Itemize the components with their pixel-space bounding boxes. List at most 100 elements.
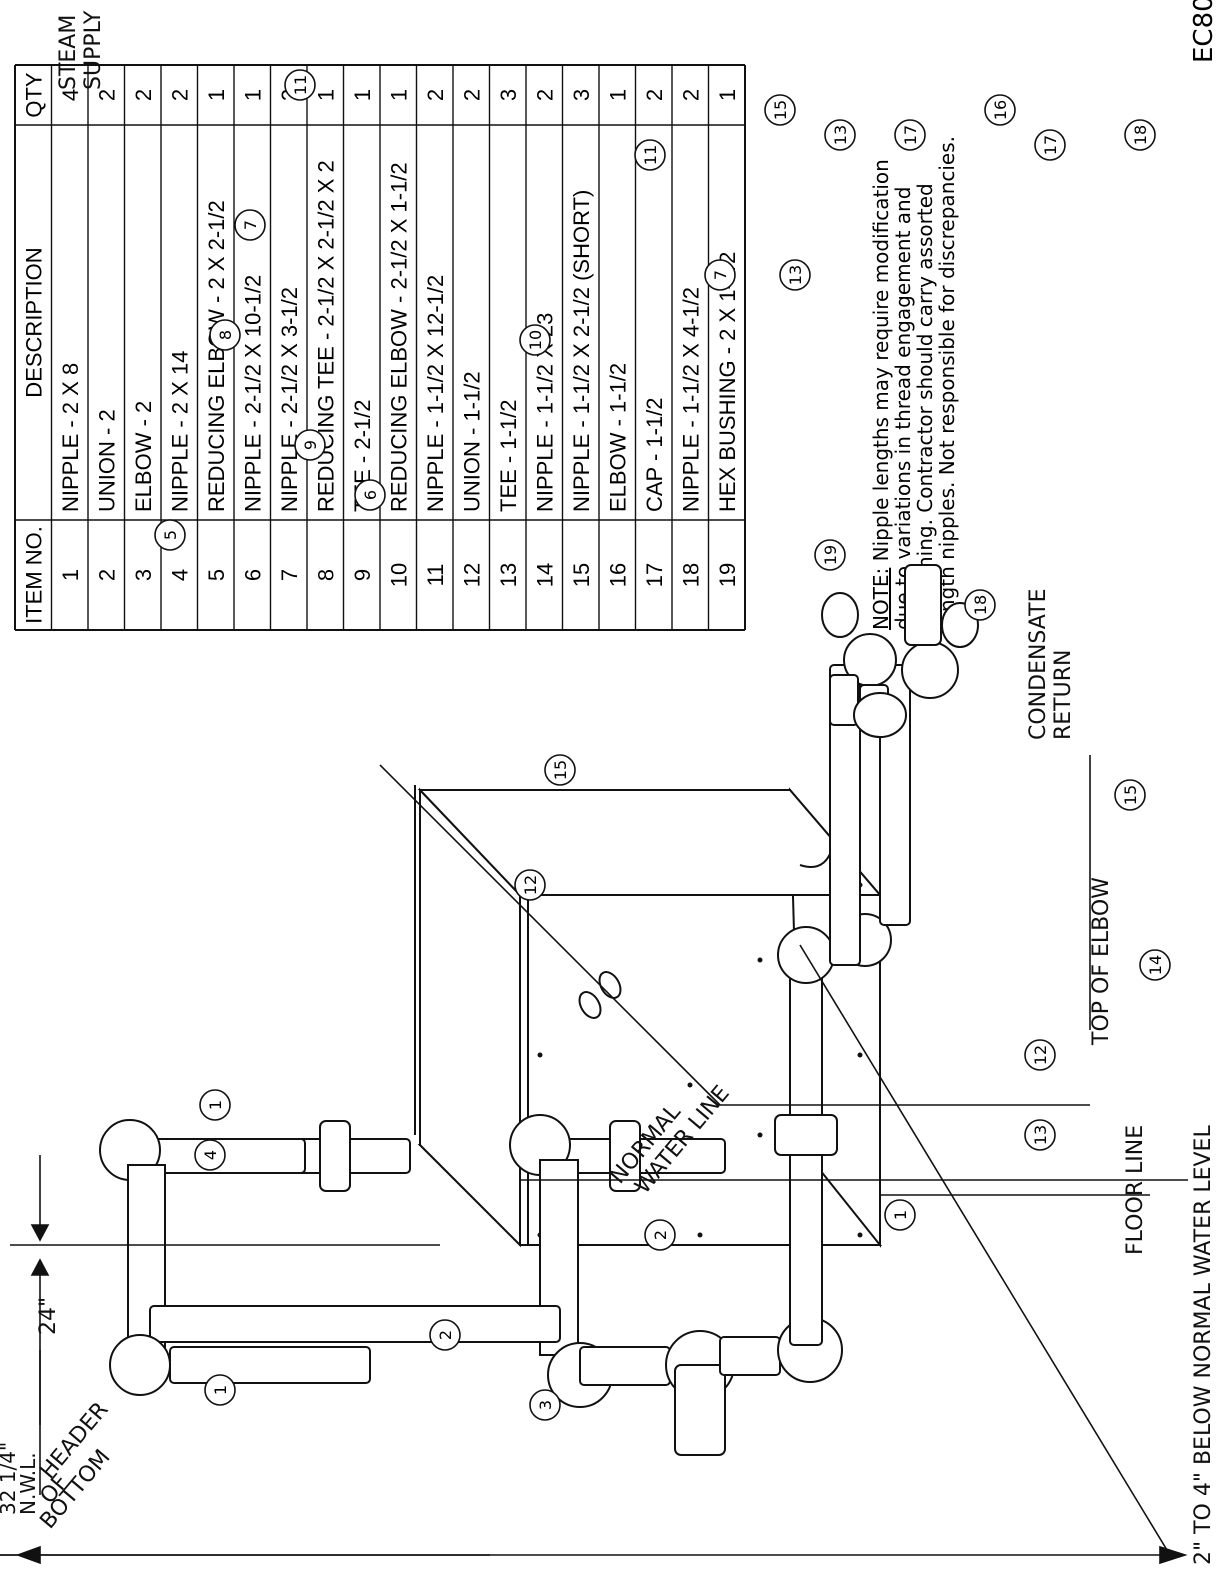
callout-bubble: [824, 119, 856, 151]
cell-item-no: 7: [277, 569, 302, 581]
callout-number: 12: [521, 875, 540, 895]
callout-bubble: [199, 1089, 231, 1121]
callout-bubble: [544, 754, 576, 786]
cell-qty: 2: [679, 89, 704, 101]
cell-qty: 3: [496, 89, 521, 101]
cell-item-no: 1: [58, 569, 83, 581]
steam-outlet: [674, 1364, 726, 1456]
union-2-left: [319, 1120, 351, 1192]
callout-number: 13: [786, 265, 805, 285]
callout-number: 14: [1146, 955, 1165, 975]
callout-number: 11: [291, 75, 310, 95]
cell-qty: 2: [423, 89, 448, 101]
cell-qty: 2: [533, 89, 558, 101]
hex-bushing-19: [853, 692, 907, 738]
dimension-lines: [0, 755, 1188, 1556]
steam-supply-label-1: STEAM: [56, 15, 81, 90]
cell-description: NIPPLE - 1-1/2 X 12-1/2: [423, 275, 448, 512]
callout-number: 16: [991, 100, 1010, 120]
cell-description: REDUCING TEE - 2-1/2 X 2-1/2 X 2: [314, 160, 339, 512]
dim-24-label: 24": [36, 1297, 61, 1335]
callout-bubble: [1034, 129, 1066, 161]
dim-nwl-label-2: N.W.L.: [16, 1452, 40, 1515]
callout-bubble: [1124, 119, 1156, 151]
cell-item-no: 9: [350, 569, 375, 581]
cell-item-no: 5: [204, 569, 229, 581]
callout-number: 18: [971, 595, 990, 615]
callout-number: 6: [361, 490, 380, 500]
cell-description: CAP - 1-1/2: [642, 397, 667, 512]
cell-description: UNION - 2: [95, 409, 120, 512]
note-line-1: NOTE: Nipple lengths may require modific…: [869, 159, 893, 630]
cap-17-b: [821, 592, 859, 638]
union-2-mid: [609, 1120, 641, 1192]
return-pipe: [904, 564, 942, 646]
callout-bubble: [429, 1319, 461, 1351]
cell-description: NIPPLE - 2-1/2 X 3-1/2: [277, 287, 302, 512]
header-description: DESCRIPTION: [22, 247, 47, 397]
cell-description: TEE - 1-1/2: [496, 400, 521, 512]
callout-number: 12: [1031, 1045, 1050, 1065]
cell-description: NIPPLE - 2-1/2 X 10-1/2: [241, 275, 266, 512]
callout-number: 10: [526, 330, 545, 350]
nipple-6: [169, 1346, 371, 1384]
callout-bubble: [234, 209, 266, 241]
callout-number: 15: [771, 100, 790, 120]
nipple-7-a: [579, 1346, 671, 1386]
cell-qty: 2: [131, 89, 156, 101]
cell-qty: 3: [569, 89, 594, 101]
cell-description: NIPPLE - 1-1/2 X 4-1/2: [679, 287, 704, 512]
callout-bubble: [644, 1219, 676, 1251]
callout-number: 11: [641, 145, 660, 165]
cell-qty: 4: [58, 89, 83, 101]
cell-item-no: 4: [168, 569, 193, 581]
callout-bubble: [354, 479, 386, 511]
condensate-return-label-1: CONDENSATE: [1026, 589, 1051, 741]
callout-number: 2: [436, 1330, 455, 1340]
callout-number: 15: [551, 760, 570, 780]
callout-number: 13: [1031, 1125, 1050, 1145]
callout-bubble: [634, 139, 666, 171]
cell-description: REDUCING ELBOW - 2-1/2 X 1-1/2: [387, 162, 412, 512]
callout-bubble: [779, 259, 811, 291]
note-line-4: length nipples. Not responsible for disc…: [935, 136, 959, 630]
callout-bubble: [764, 94, 796, 126]
cell-description: ELBOW - 2: [131, 401, 156, 512]
callout-number: 17: [901, 125, 920, 145]
nipple-18-a: [829, 674, 859, 726]
cell-item-no: 18: [679, 563, 704, 587]
cell-qty: 1: [350, 89, 375, 101]
condensate-return-label-2: RETURN: [1051, 650, 1076, 740]
callout-bubble: [294, 429, 326, 461]
union-12-upper: [774, 1114, 838, 1156]
floor-line-label: FLOOR LINE: [1123, 1125, 1148, 1255]
cell-item-no: 3: [131, 569, 156, 581]
cell-qty: 1: [241, 89, 266, 101]
callout-bubble: [209, 319, 241, 351]
cell-item-no: 14: [533, 563, 558, 587]
cell-description: REDUCING ELBOW - 2 X 2-1/2: [204, 200, 229, 512]
cell-qty: 2: [642, 89, 667, 101]
callout-number: 7: [711, 270, 730, 280]
cell-item-no: 17: [642, 563, 667, 587]
callout-bubble: [1024, 1039, 1056, 1071]
callout-number: 17: [1041, 135, 1060, 155]
callout-bubble: [1024, 1119, 1056, 1151]
callout-number: 9: [301, 440, 320, 450]
arrows: [15, 1224, 1188, 1565]
water-level-range-label: 2" TO 4" BELOW NORMAL WATER LEVEL: [1191, 1125, 1216, 1565]
header-item-no: ITEM NO.: [22, 526, 47, 624]
callout-bubble: [814, 539, 846, 571]
nipple-7-b: [719, 1336, 781, 1376]
callout-number: 3: [536, 1400, 555, 1410]
callout-number: 18: [1131, 125, 1150, 145]
reducing-elbow-5: [109, 1334, 171, 1396]
drawing-id: EC805: [1189, 0, 1219, 63]
callout-bubble: [529, 1389, 561, 1421]
cell-item-no: 15: [569, 563, 594, 587]
callout-bubble: [514, 869, 546, 901]
callout-bubble: [1139, 949, 1171, 981]
callout-number: 19: [821, 545, 840, 565]
